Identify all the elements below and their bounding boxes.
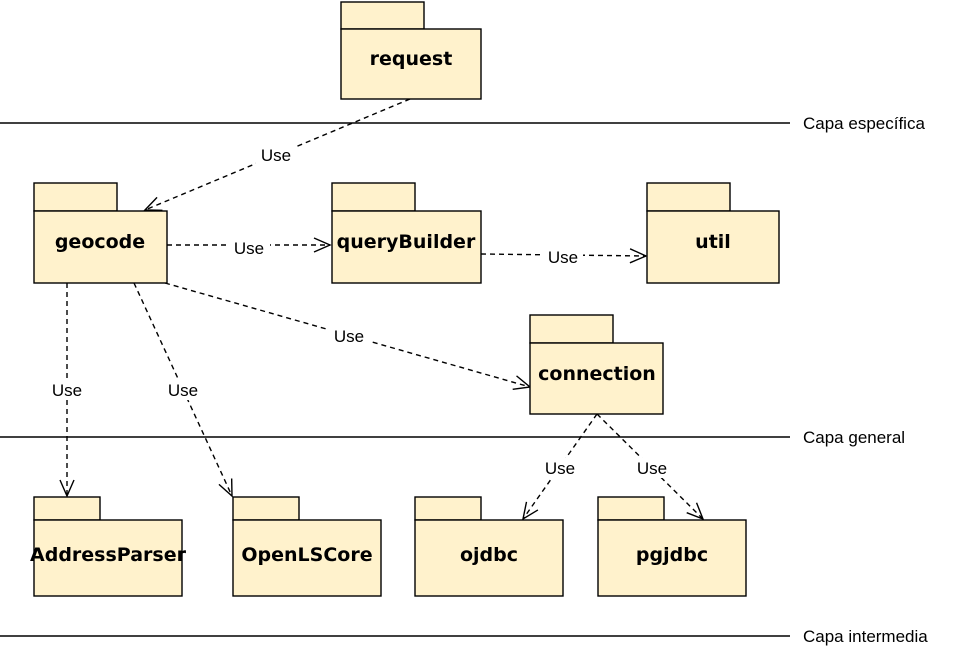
edge-label-geocode-addressparser: Use	[52, 381, 82, 400]
package-ojdbc[interactable]: ojdbc	[414, 496, 564, 597]
package-body	[33, 519, 183, 597]
package-tab	[529, 314, 614, 344]
edge-label-geocode-connection: Use	[334, 327, 364, 346]
edge-labels: Use Use Use Use Use Use Use Use	[47, 145, 672, 478]
edge-label-geocode-querybuilder: Use	[234, 239, 264, 258]
package-name: connection	[538, 363, 656, 385]
package-body	[340, 28, 482, 100]
dependency-edges	[59, 98, 705, 521]
package-name: ojdbc	[460, 544, 518, 566]
package-body	[597, 519, 747, 597]
package-body	[331, 210, 482, 284]
edge-label-connection-pgjdbc: Use	[637, 459, 667, 478]
package-tab	[331, 182, 416, 212]
layer-label-specific: Capa específica	[803, 114, 925, 133]
package-tab	[340, 1, 425, 30]
package-name: AddressParser	[30, 544, 187, 566]
package-name: pgjdbc	[636, 544, 708, 566]
package-geocode[interactable]: geocode	[33, 182, 168, 284]
package-addressparser[interactable]: AddressParser	[30, 496, 187, 597]
package-request[interactable]: request	[340, 1, 482, 100]
edge-label-request-geocode: Use	[261, 146, 291, 165]
package-tab	[414, 496, 482, 521]
package-tab	[33, 496, 101, 521]
layer-label-general: Capa general	[803, 428, 905, 447]
layer-labels: Capa específica Capa general Capa interm…	[803, 114, 928, 646]
edge-label-geocode-openlscore: Use	[168, 381, 198, 400]
package-body	[414, 519, 564, 597]
edge-label-querybuilder-util: Use	[548, 248, 578, 267]
edge-label-connection-ojdbc: Use	[545, 459, 575, 478]
layer-lines	[0, 122, 790, 637]
package-name: geocode	[55, 231, 145, 253]
package-pgjdbc[interactable]: pgjdbc	[597, 496, 747, 597]
package-tab	[232, 496, 300, 521]
edge-request-geocode	[143, 98, 411, 211]
package-body	[33, 210, 168, 284]
package-name: queryBuilder	[337, 231, 476, 253]
package-tab	[646, 182, 731, 212]
package-body	[529, 342, 664, 415]
package-body	[232, 519, 382, 597]
layer-label-intermediate: Capa intermedia	[803, 627, 928, 646]
package-tab	[597, 496, 665, 521]
package-name: util	[695, 231, 731, 253]
package-util[interactable]: util	[646, 182, 780, 284]
package-body	[646, 210, 780, 284]
package-querybuilder[interactable]: queryBuilder	[331, 182, 482, 284]
package-name: request	[370, 48, 453, 70]
package-openlscore[interactable]: OpenLSCore	[232, 496, 382, 597]
package-tab	[33, 182, 118, 212]
package-name: OpenLSCore	[241, 544, 372, 566]
package-connection[interactable]: connection	[529, 314, 664, 415]
